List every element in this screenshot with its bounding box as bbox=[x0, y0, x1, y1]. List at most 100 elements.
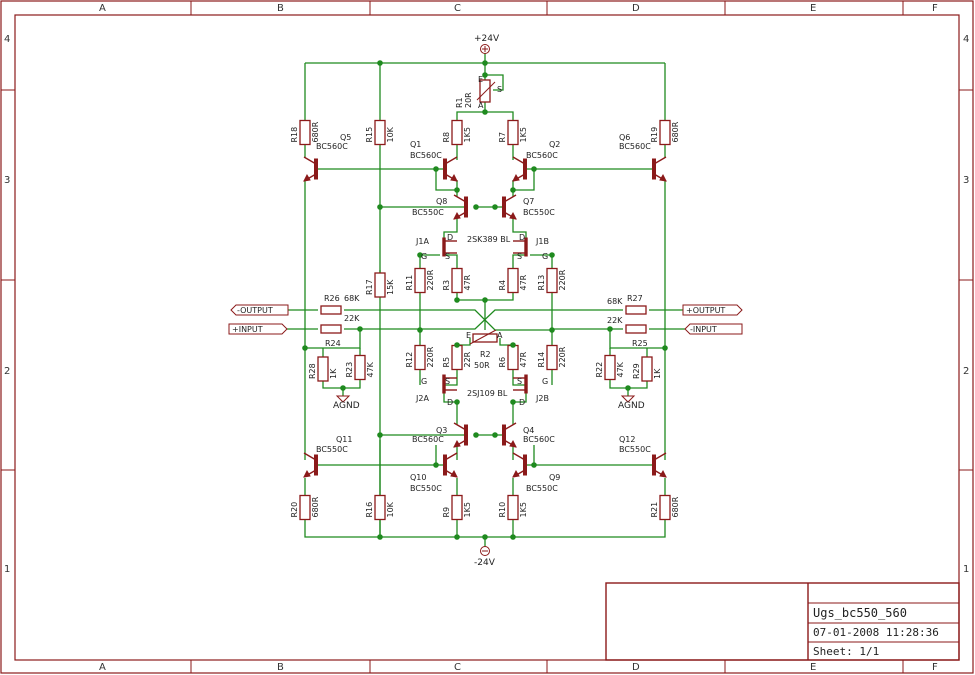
transistor-type-q8: BC550C bbox=[412, 208, 444, 217]
resistor-value-r9: 1K5 bbox=[463, 502, 472, 517]
resistor-value-r21: 680R bbox=[671, 496, 680, 517]
transistor-q1 bbox=[443, 156, 458, 182]
pin-s-label: S bbox=[497, 85, 502, 94]
resistor-value-r24: 22K bbox=[344, 314, 360, 323]
frame-row-1-right: 1 bbox=[963, 564, 969, 575]
transistor-type-q1: BC560C bbox=[410, 151, 442, 160]
resistor-name-r22: R22 bbox=[595, 362, 604, 378]
resistor-value-r18: 680R bbox=[311, 121, 320, 142]
wire-junction bbox=[473, 204, 479, 210]
resistor-name-r28: R28 bbox=[308, 363, 317, 379]
resistor-name-r13: R13 bbox=[537, 275, 546, 291]
supply-neg-symbol: -24V bbox=[474, 546, 496, 568]
title-block-date: 07-01-2008 11:28:36 bbox=[813, 626, 939, 639]
resistor-value-r1: 20R bbox=[464, 92, 473, 108]
wire-junction bbox=[492, 432, 498, 438]
wire-junction bbox=[510, 534, 516, 540]
frame-row-2-left: 2 bbox=[4, 366, 10, 377]
resistor-value-r12: 220R bbox=[426, 346, 435, 367]
frame-col-A-top: A bbox=[99, 3, 106, 14]
port-input-left: +INPUT bbox=[228, 323, 288, 335]
resistor-value-r13: 220R bbox=[558, 269, 567, 290]
jfet-pin-label: G bbox=[542, 252, 548, 261]
supply-pos-symbol: +24V bbox=[474, 34, 500, 54]
agnd-right-symbol: AGND bbox=[618, 395, 645, 411]
wire-junction bbox=[482, 109, 488, 115]
wire-junction bbox=[377, 204, 383, 210]
resistor-name-r21: R21 bbox=[650, 502, 659, 518]
jfet-pin-label: D bbox=[519, 398, 525, 407]
resistor-r10 bbox=[507, 494, 519, 521]
supply-neg-label: -24V bbox=[474, 558, 496, 568]
resistor-value-r7: 1K5 bbox=[519, 127, 528, 142]
transistor-type-q4: BC560C bbox=[523, 435, 555, 444]
jfet-j2b bbox=[513, 374, 528, 394]
resistor-name-r6: R6 bbox=[498, 357, 507, 368]
resistor-name-r12: R12 bbox=[405, 352, 414, 368]
jfet-j1a bbox=[442, 237, 457, 257]
pin-a-label: A bbox=[478, 101, 484, 110]
wire bbox=[527, 445, 535, 466]
wire bbox=[485, 111, 514, 120]
resistor-r27 bbox=[625, 305, 647, 315]
wire bbox=[512, 370, 526, 386]
resistor-value-r8: 1K5 bbox=[463, 127, 472, 142]
wire-junction bbox=[454, 297, 460, 303]
resistor-name-r24: R24 bbox=[325, 339, 341, 348]
frame-row-1-left: 1 bbox=[4, 564, 10, 575]
wire bbox=[435, 169, 457, 191]
resistor-name-r14: R14 bbox=[537, 352, 546, 368]
frame-row-4-right: 4 bbox=[963, 34, 969, 45]
resistor-r16 bbox=[374, 494, 386, 521]
resistor-name-r15: R15 bbox=[365, 127, 374, 143]
resistor-value-r11: 220R bbox=[426, 269, 435, 290]
title-block-sheet: Sheet: 1/1 bbox=[813, 645, 879, 658]
transistor-q6 bbox=[652, 156, 667, 182]
frame-row-3-right: 3 bbox=[963, 175, 969, 186]
resistor-name-r3: R3 bbox=[442, 280, 451, 291]
wire-junction bbox=[482, 72, 488, 78]
wire bbox=[513, 169, 535, 191]
jfet-type-j1: 2SK389 BL bbox=[467, 235, 511, 244]
components bbox=[299, 75, 671, 521]
wire-junction bbox=[492, 204, 498, 210]
transistor-type-q3: BC560C bbox=[412, 435, 444, 444]
resistor-name-r23: R23 bbox=[345, 362, 354, 378]
wire-junction bbox=[607, 326, 613, 332]
frame-col-A-bottom: A bbox=[99, 662, 106, 673]
jfet-pin-label: S bbox=[517, 377, 522, 386]
jfet-type-j2: 2SJ109 BL bbox=[467, 389, 508, 398]
resistor-value-r17: 15K bbox=[386, 279, 395, 295]
frame-row-2-right: 2 bbox=[963, 366, 969, 377]
resistor-value-r26: 68K bbox=[344, 294, 360, 303]
resistor-value-r10: 1K5 bbox=[519, 502, 528, 517]
resistor-name-r8: R8 bbox=[442, 132, 451, 143]
resistor-r20 bbox=[299, 494, 311, 521]
frame-col-E-bottom: E bbox=[810, 662, 816, 673]
resistor-value-r22: 47K bbox=[616, 361, 625, 377]
resistor-r29 bbox=[641, 356, 653, 382]
transistor-type-q7: BC550C bbox=[523, 208, 555, 217]
resistor-r3 bbox=[451, 267, 463, 294]
wire-junction bbox=[417, 327, 423, 333]
resistor-value-r14: 220R bbox=[558, 346, 567, 367]
jfet-name-j2b: J2B bbox=[535, 394, 549, 403]
agnd-right-label: AGND bbox=[618, 401, 645, 411]
transistor-name-q1: Q1 bbox=[410, 140, 421, 149]
frame-col-D-bottom: D bbox=[632, 662, 640, 673]
port-output-right: +OUTPUT bbox=[682, 304, 743, 316]
pin-e-label: E bbox=[466, 331, 471, 340]
wire bbox=[485, 74, 504, 91]
wire-junction bbox=[549, 327, 555, 333]
resistor-value-r20: 680R bbox=[311, 496, 320, 517]
resistor-value-r19: 680R bbox=[671, 121, 680, 142]
resistor-value-r25: 22K bbox=[607, 316, 623, 325]
resistor-name-r19: R19 bbox=[650, 127, 659, 143]
wire bbox=[512, 254, 526, 268]
resistor-name-r27: R27 bbox=[627, 294, 643, 303]
jfet-j1b bbox=[513, 237, 528, 257]
resistor-name-r4: R4 bbox=[498, 280, 507, 291]
resistor-name-r17: R17 bbox=[365, 279, 374, 295]
resistor-value-r15: 10K bbox=[386, 126, 395, 142]
